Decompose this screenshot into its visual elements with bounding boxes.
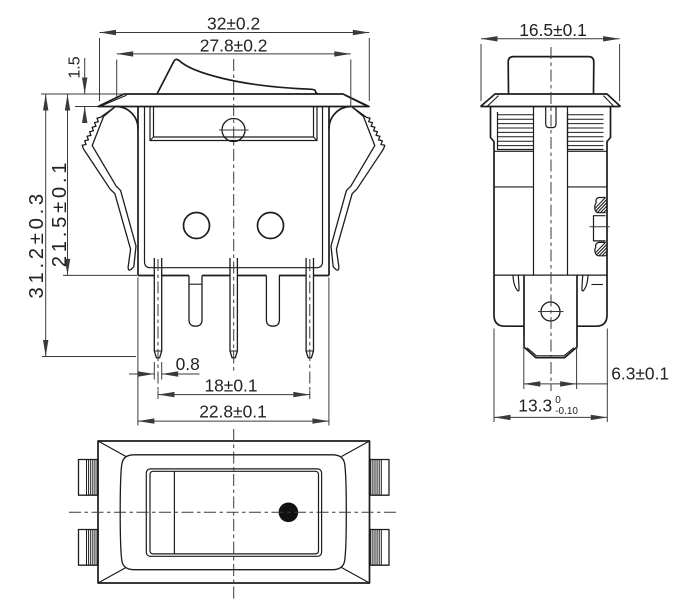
front-flange-chamfer-right: [344, 94, 367, 107]
side-hook-right: [581, 275, 589, 292]
dimensions: [41, 29, 621, 426]
label-pin-thickness: 0.8: [176, 354, 200, 374]
front-flange: [97, 93, 370, 108]
front-slot-left: [188, 275, 203, 327]
side-view: [479, 47, 622, 391]
dimension-labels: 32±0.2 27.8±0.2 16.5±0.1 18±0.1 22.8±0.1…: [26, 14, 669, 422]
label-lower-body-tol-high: 0: [555, 395, 561, 406]
bottom-tab-left-top-serrations: [86, 459, 98, 496]
side-flange-chamfer-right: [603, 95, 614, 107]
side-serration-block-left: [496, 112, 534, 151]
front-window-outer: [149, 106, 318, 142]
side-latch-hatching-top: [594, 197, 607, 213]
side-body-wall-right: [577, 106, 612, 328]
label-lower-body-tol-low: -0.10: [555, 406, 578, 417]
side-latch-bump-top: [594, 196, 606, 214]
side-flange-chamfer-left: [487, 95, 499, 107]
side-latch-hatching-bottom: [594, 242, 607, 256]
bottom-corner-diagonals: [97, 440, 370, 584]
side-shelf-lines: [494, 150, 607, 188]
label-actuator-width: 27.8±0.2: [200, 35, 268, 55]
label-flange-width: 32±0.2: [207, 14, 260, 34]
label-side-flange-width: 16.5±0.1: [519, 20, 587, 40]
bottom-tab-right-bottom-serrations: [370, 529, 382, 566]
front-rocker-actuator: [156, 58, 319, 95]
front-window-corner-left: [149, 136, 154, 141]
front-flange-chamfer-left: [101, 94, 127, 107]
bottom-tab-right-top-serrations: [370, 459, 382, 496]
side-body-wall-left: [489, 106, 524, 328]
label-body-width: 22.8±0.1: [199, 401, 267, 421]
side-serration-ribs-left: [497, 114, 534, 147]
label-pin-pitch: 18±0.1: [204, 375, 257, 395]
label-body-height: 21.5±0.1: [49, 159, 71, 267]
front-slot-right: [265, 275, 281, 327]
front-window-corner-right: [313, 136, 318, 141]
bottom-tab-left-bottom-serrations: [86, 529, 98, 566]
side-terminal-chamfer: [526, 347, 575, 357]
front-mounting-wing-left: [81, 105, 137, 271]
front-hole-right: [256, 211, 285, 240]
bottom-flange-outline: [119, 454, 347, 571]
front-mounting-wing-right: [330, 105, 386, 271]
label-flange-thickness: 1.5: [67, 56, 84, 78]
side-terminal: [523, 275, 578, 359]
label-lower-body-width: 13.3: [518, 396, 552, 416]
side-latch-slot: [592, 215, 606, 242]
front-shoulder-arc-right: [328, 105, 352, 129]
side-center-post: [545, 106, 557, 129]
side-serration-ribs-right: [567, 114, 604, 147]
bottom-view: [69, 429, 398, 601]
label-overall-height: 31.2±0.3: [26, 190, 48, 298]
front-hole-left: [182, 211, 211, 240]
side-hook-left: [512, 275, 520, 292]
front-view: [81, 58, 386, 391]
label-terminal-width: 6.3±0.1: [611, 363, 669, 383]
side-flange: [479, 93, 622, 108]
front-shoulder-arc-left: [115, 105, 139, 129]
